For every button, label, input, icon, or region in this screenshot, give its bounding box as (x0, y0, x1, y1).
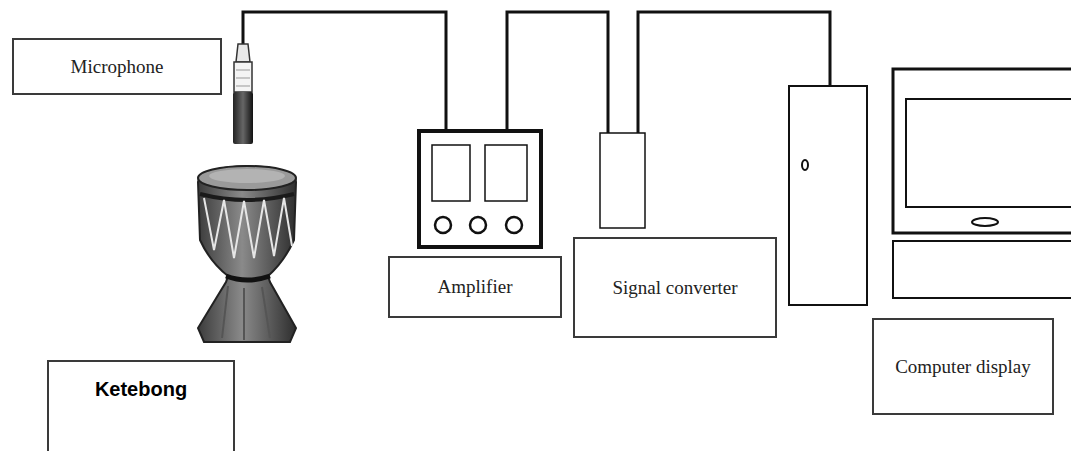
mic-wire (243, 12, 446, 131)
microphone-symbol (233, 44, 253, 144)
label-text: Signal converter (612, 275, 737, 301)
label-text: Amplifier (438, 274, 513, 300)
amplifier-device (419, 131, 541, 247)
computer-device (789, 69, 1071, 305)
converter-device (600, 133, 645, 228)
label-box: Ketebong (47, 360, 235, 451)
label-box: Computer display (872, 318, 1054, 415)
label-text: Computer display (895, 354, 1031, 380)
wires (243, 12, 830, 133)
label-box: Signal converter (573, 237, 777, 338)
label-box: Microphone (12, 38, 222, 95)
amp-wire (507, 12, 608, 133)
drum-illustration (198, 166, 296, 342)
label-box: Amplifier (388, 256, 562, 318)
label-text: Ketebong (95, 376, 187, 403)
label-text: Microphone (71, 54, 164, 80)
